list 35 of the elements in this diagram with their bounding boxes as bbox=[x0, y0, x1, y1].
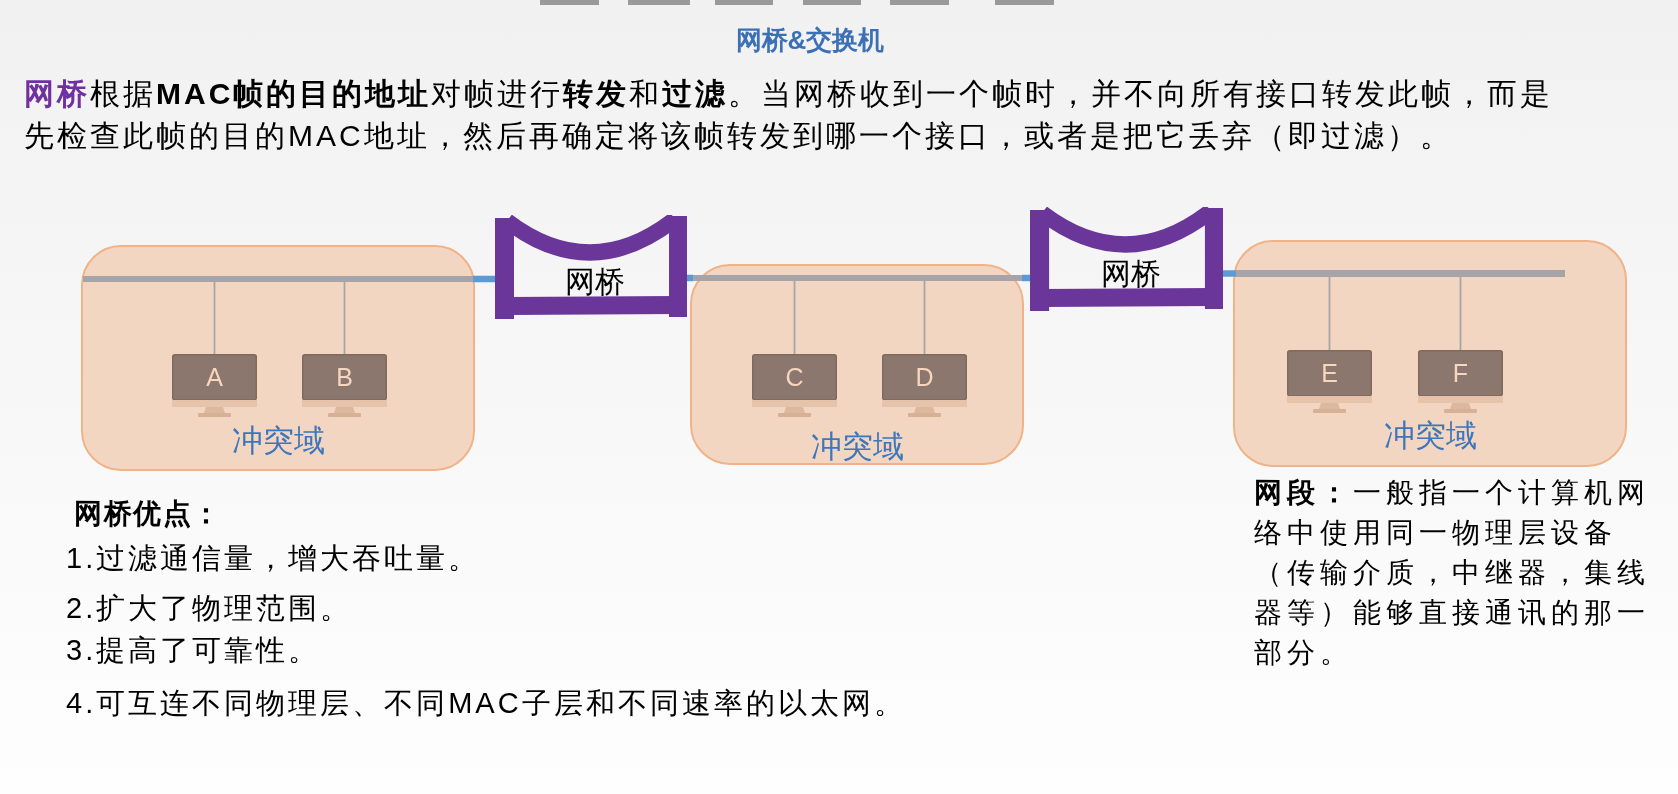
computer-label: F bbox=[1452, 359, 1469, 387]
domain-label: 冲突域 bbox=[231, 423, 325, 459]
network-cable bbox=[1223, 270, 1236, 277]
network-bus bbox=[83, 276, 473, 282]
network-cable bbox=[1022, 274, 1030, 282]
network-cable bbox=[1328, 276, 1331, 351]
list-item: 4.可互连不同物理层、不同MAC子层和不同速率的以太网。 bbox=[66, 686, 907, 721]
collision-domain-panel bbox=[81, 245, 475, 471]
collision-domain-panel bbox=[1233, 240, 1627, 467]
network-cable bbox=[793, 280, 796, 355]
bridge-label: 网桥 bbox=[565, 265, 625, 299]
computer-label: E bbox=[1321, 359, 1338, 387]
network-bus bbox=[693, 275, 1022, 281]
slide-title: 网桥&交换机 bbox=[735, 24, 885, 57]
computer-label: D bbox=[915, 363, 934, 391]
bridge-label: 网桥 bbox=[1100, 257, 1161, 291]
domain-label: 冲突域 bbox=[1383, 418, 1477, 454]
description-paragraph: 网桥根据MAC帧的目的地址对帧进行转发和过滤。当网桥收到一个帧时，并不向所有接口转发此帧，而是先检查此帧的目的MAC地址，然后再确定将该帧转发到哪一个接口，或者是把它丢弃（即过滤）。 bbox=[24, 76, 1555, 154]
computer-label: A bbox=[206, 363, 223, 391]
list-item: 1.过滤通信量，增大吞吐量。 bbox=[66, 541, 482, 576]
definition-paragraph: 网段：一般指一个计算机网络中使用同一物理层设备（传输介质，中继器，集线器等）能够直接通讯的那一部分。 bbox=[1254, 476, 1651, 670]
collision-domain-panel bbox=[690, 264, 1024, 465]
domain-label: 冲突域 bbox=[810, 429, 904, 465]
section-heading: 网桥优点： bbox=[74, 497, 223, 531]
network-cable bbox=[343, 281, 346, 355]
list-item: 3.提高了可靠性。 bbox=[66, 633, 322, 668]
network-cable bbox=[687, 274, 693, 282]
computer-label: C bbox=[785, 363, 804, 391]
network-cable bbox=[1459, 276, 1462, 351]
network-cable bbox=[473, 275, 495, 283]
network-cable bbox=[923, 280, 926, 355]
list-item: 2.扩大了物理范围。 bbox=[66, 591, 354, 626]
network-bus bbox=[1236, 270, 1565, 277]
network-cable bbox=[213, 281, 216, 355]
computer-label: B bbox=[336, 363, 353, 391]
